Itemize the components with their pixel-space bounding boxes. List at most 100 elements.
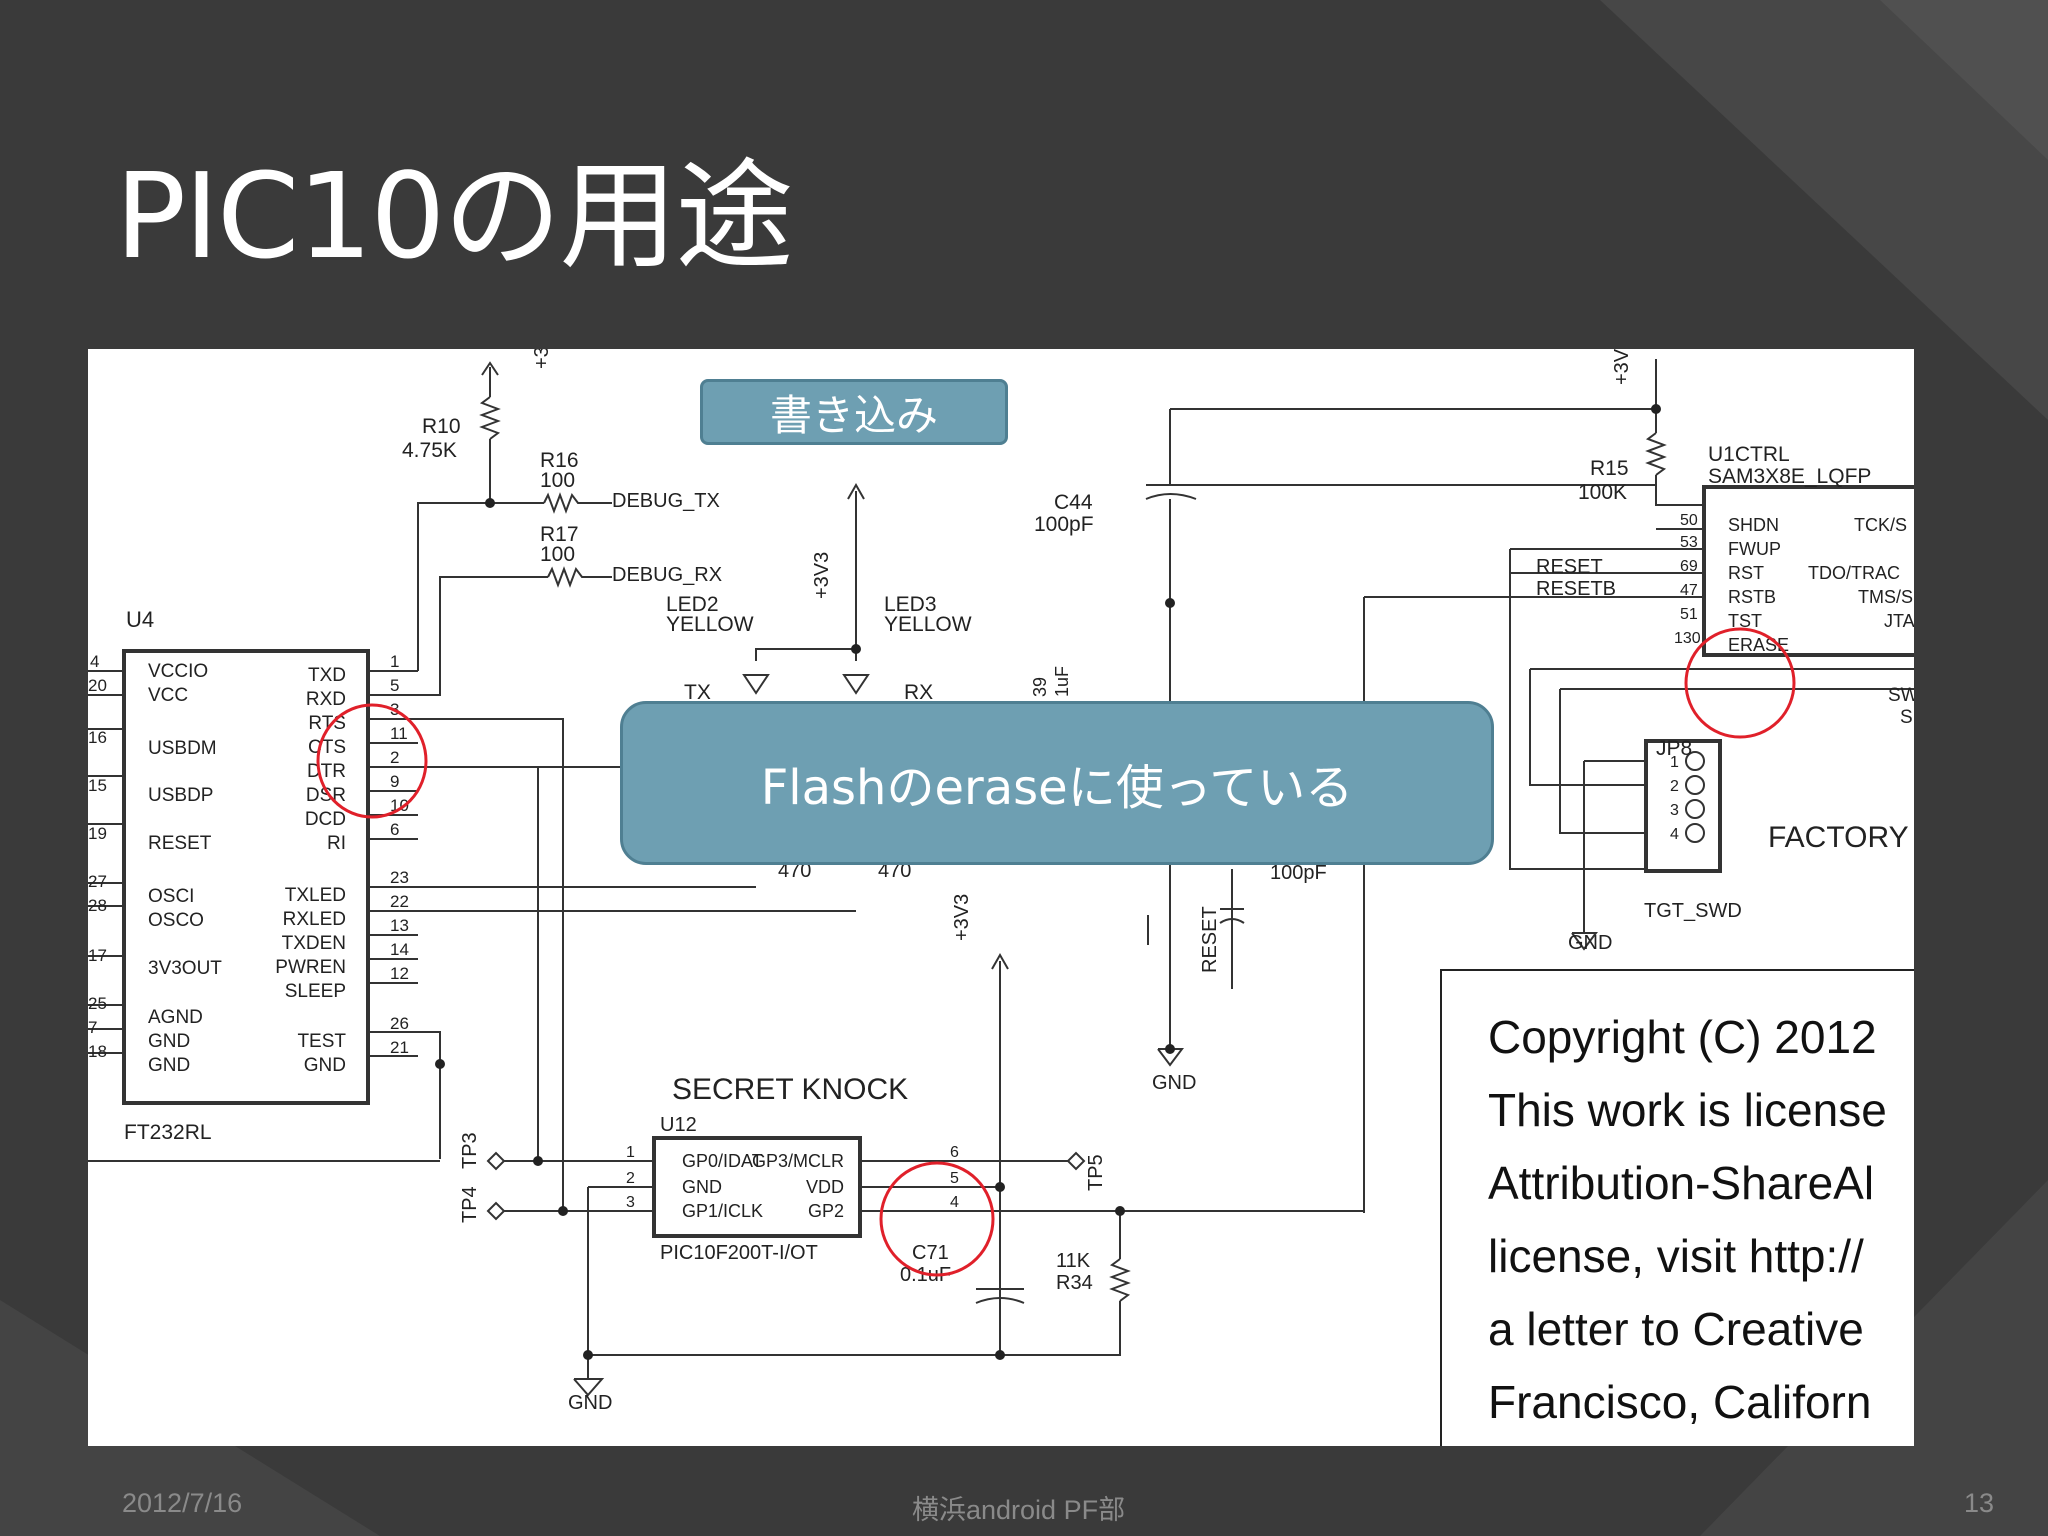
svg-text:17: 17	[88, 946, 107, 965]
svg-text:VCCIO: VCCIO	[148, 661, 208, 682]
svg-text:3: 3	[626, 1194, 635, 1211]
svg-text:GND: GND	[304, 1055, 346, 1076]
footer-org: 横浜android PF部	[912, 1495, 1126, 1525]
led2-color: YELLOW	[666, 613, 754, 636]
svg-text:USBDM: USBDM	[148, 738, 217, 759]
svg-text:RXD: RXD	[306, 689, 346, 710]
svg-text:3: 3	[1670, 802, 1679, 819]
net-debug-rx: DEBUG_RX	[612, 564, 722, 586]
svg-text:10: 10	[390, 796, 409, 815]
rail-label-led: +3V3	[811, 552, 833, 599]
led3-color: YELLOW	[884, 613, 972, 636]
svg-text:3V3OUT: 3V3OUT	[148, 958, 222, 979]
svg-text:2: 2	[626, 1170, 635, 1187]
svg-text:5: 5	[390, 676, 399, 695]
svg-text:11: 11	[390, 724, 408, 743]
jp8-label: TGT_SWD	[1644, 900, 1742, 922]
svg-text:1: 1	[626, 1144, 635, 1161]
svg-text:TCK/S: TCK/S	[1854, 515, 1907, 535]
u12-right: GP3/MCLR VDD GP2	[752, 1151, 844, 1221]
r15-value: 100K	[1578, 481, 1627, 504]
svg-text:SLEEP: SLEEP	[285, 981, 346, 1002]
u1ctrl-ref: U1CTRL	[1708, 443, 1790, 466]
net-reset: RESET	[1536, 556, 1603, 578]
c-reset-value: 100pF	[1270, 862, 1327, 884]
reset-switch-label: RESET	[1199, 906, 1221, 973]
svg-text:50: 50	[1680, 512, 1698, 529]
svg-text:1: 1	[390, 652, 399, 671]
u1ctrl-right: TCK/S TDO/TRAC TMS/S JTA	[1808, 515, 1914, 631]
svg-text:SHDN: SHDN	[1728, 515, 1779, 535]
u4-left-pins: VCCIO VCC USBDM USBDP RESET OSCI OSCO 3V…	[148, 661, 222, 1076]
svg-text:RI: RI	[327, 833, 346, 854]
svg-text:130: 130	[1674, 630, 1701, 647]
r10-value: 4.75K	[402, 439, 457, 462]
svg-text:6: 6	[390, 820, 399, 839]
svg-text:GND: GND	[148, 1031, 190, 1052]
net-resetb: RESETB	[1536, 578, 1616, 600]
svg-text:PWREN: PWREN	[275, 957, 346, 978]
u12-title: SECRET KNOCK	[672, 1073, 908, 1106]
svg-text:FWUP: FWUP	[1728, 539, 1781, 559]
led2-label: TX	[684, 681, 711, 704]
svg-text:GP1/ICLK: GP1/ICLK	[682, 1201, 763, 1221]
u12-part: PIC10F200T-I/OT	[660, 1242, 818, 1264]
u4-right-nums: 1 5 3 11 2 9 10 6 23 22 13 14 12 26 21	[390, 652, 409, 1057]
r16-value: 100	[540, 469, 575, 492]
factory-label: FACTORY	[1768, 821, 1909, 854]
svg-text:53: 53	[1680, 534, 1698, 551]
tp5-label: TP5	[1085, 1154, 1107, 1191]
net-debug-tx: DEBUG_TX	[612, 490, 720, 512]
svg-text:25: 25	[88, 994, 107, 1013]
jp8-pins: 1 2 3 4	[1670, 754, 1679, 843]
u1ctrl-nums: 50 53 69 47 51 130	[1674, 512, 1701, 647]
schematic-diagram: U4 FT232RL VCCIO VCC USBDM USBDP RESET O…	[88, 349, 1914, 1446]
copyright-line: Copyright (C) 2012	[1488, 1011, 1877, 1063]
highlight-circle-erase	[1684, 627, 1796, 739]
c39-value: 1uF	[1052, 666, 1072, 697]
schematic-drawing: U4 FT232RL VCCIO VCC USBDM USBDP RESET O…	[88, 349, 1914, 1414]
svg-text:21: 21	[390, 1038, 409, 1057]
svg-text:TDO/TRAC: TDO/TRAC	[1808, 563, 1900, 583]
r-led-b: 470	[878, 860, 911, 882]
callout-erase: Flashのeraseに使っている	[620, 701, 1494, 865]
svg-text:1: 1	[1670, 754, 1679, 771]
svg-text:DTR: DTR	[307, 761, 346, 782]
svg-text:VCC: VCC	[148, 685, 188, 706]
svg-text:GND: GND	[682, 1177, 722, 1197]
svg-text:13: 13	[390, 916, 409, 935]
svg-text:GP3/MCLR: GP3/MCLR	[752, 1151, 844, 1171]
svg-text:22: 22	[390, 892, 409, 911]
svg-text:15: 15	[88, 776, 107, 795]
c44-ref: C44	[1054, 491, 1093, 514]
svg-text:19: 19	[88, 824, 107, 843]
svg-text:OSCO: OSCO	[148, 910, 204, 931]
c44-value: 100pF	[1034, 513, 1094, 536]
svg-text:GP2: GP2	[808, 1201, 844, 1221]
svg-text:USBDP: USBDP	[148, 785, 213, 806]
svg-text:12: 12	[390, 964, 409, 983]
svg-text:5: 5	[950, 1170, 959, 1187]
rail-label-r10: +3V3	[531, 349, 553, 369]
r15-ref: R15	[1590, 457, 1629, 480]
rail-label-r15: +3V3	[1611, 349, 1633, 385]
footer-date: 2012/7/16	[122, 1488, 243, 1518]
svg-text:4: 4	[1670, 826, 1679, 843]
svg-text:47: 47	[1680, 582, 1698, 599]
led3-ref: LED3	[884, 593, 937, 616]
u4-left-nums: 4 20 16 15 19 27 28 17 25 7 18	[88, 652, 107, 1061]
u4-part: FT232RL	[124, 1121, 212, 1144]
c39-ref: 39	[1030, 677, 1050, 697]
tp4-label: TP4	[459, 1186, 481, 1223]
c71-ref: C71	[912, 1242, 949, 1264]
net-sw: SW	[1888, 685, 1914, 706]
svg-text:DCD: DCD	[305, 809, 346, 830]
svg-text:AGND: AGND	[148, 1007, 203, 1028]
slide-title: PIC10の用途	[115, 147, 794, 285]
r17-value: 100	[540, 543, 575, 566]
tp3-label: TP3	[459, 1132, 481, 1169]
svg-text:TEST: TEST	[297, 1031, 346, 1052]
svg-text:RESET: RESET	[148, 833, 212, 854]
u1ctrl-pins: SHDN FWUP RST RSTB TST ERASE	[1728, 515, 1789, 655]
footer-page-number: 13	[1964, 1488, 1995, 1518]
